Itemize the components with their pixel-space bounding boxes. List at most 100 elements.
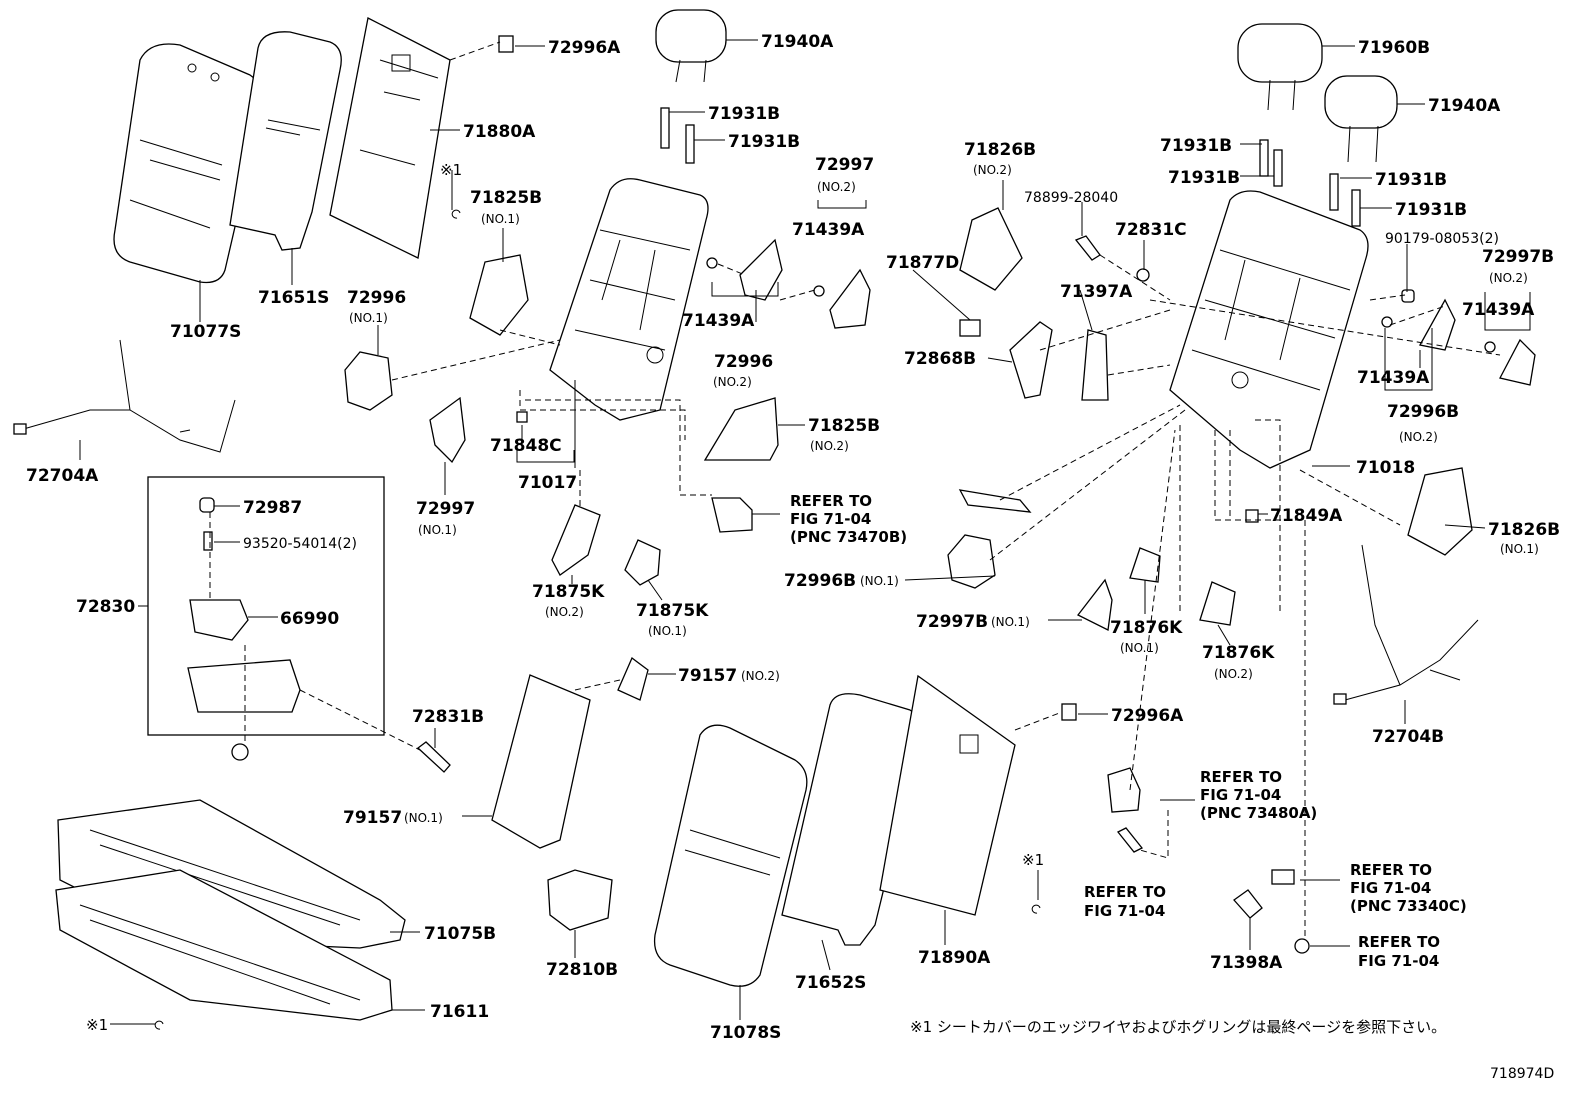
label-71439A-1: 71439A — [792, 220, 865, 240]
label-79157-no1-sub: (NO.1) — [404, 811, 443, 825]
part-71397A-shape — [1081, 329, 1109, 401]
armrest-parts-shape — [187, 497, 301, 761]
label-72830: 72830 — [76, 597, 135, 617]
label-71826B-no1: 71826B — [1488, 520, 1560, 540]
bracket-72996B-no2-shape — [1418, 298, 1456, 351]
label-72996B-right: 72996B — [1387, 402, 1459, 422]
cover-71876K-no1-shape — [1129, 547, 1161, 583]
bracket-bar-shape — [958, 489, 1032, 513]
label-71931B-2: 71931B — [728, 132, 800, 152]
label-71875K-no2-sub: (NO.2) — [545, 605, 584, 619]
label-71931B-4: 71931B — [1168, 168, 1240, 188]
nut-71439A-shape — [813, 285, 825, 297]
label-71078S: 71078S — [710, 1023, 781, 1043]
seatback-cover-right-shape — [653, 724, 808, 987]
label-72997-top: 72997 — [815, 155, 874, 175]
seat-frame-left-shape — [549, 178, 709, 421]
seatback-board-left-shape — [329, 17, 451, 259]
label-72987: 72987 — [243, 498, 302, 518]
part-73340C-shape — [1271, 869, 1295, 885]
label-71876K-no2-sub: (NO.2) — [1214, 667, 1253, 681]
label-ring-mark-3: ※1 — [86, 1016, 108, 1034]
cover-72810B-shape — [547, 869, 613, 931]
label-71849A: 71849A — [1270, 506, 1343, 526]
seatback-pad-left-shape — [229, 31, 342, 251]
label-79157-no2-sub: (NO.2) — [741, 669, 780, 683]
label-72997B-right: 72997B — [1482, 247, 1554, 267]
bracket-72868B-shape — [1009, 321, 1053, 399]
ref-plain-1-line-2: FIG 71-04 — [1084, 902, 1165, 920]
label-71876K-no1: 71876K — [1110, 618, 1183, 638]
ref-73480A-line-3: (PNC 73480A) — [1200, 804, 1317, 822]
nut-71439A-r2-shape — [1381, 316, 1393, 328]
cover-79157-no2-shape — [617, 656, 649, 701]
hog-ring-symbol-3 — [154, 1020, 164, 1030]
label-72996B-no1: 72996B — [784, 571, 856, 591]
label-71875K-no2: 71875K — [532, 582, 605, 602]
cushion-pad-71611-shape — [55, 869, 393, 1021]
cover-79157-no1-shape — [491, 674, 591, 849]
recliner-72996-no1-shape — [344, 351, 393, 411]
label-71931B-6: 71931B — [1395, 200, 1467, 220]
ref-73470B-line-2: FIG 71-04 — [790, 510, 871, 528]
cover-71825B-no2-shape — [703, 397, 779, 461]
headrest-71960B-shape — [1237, 23, 1323, 111]
figure-code: 718974D — [1490, 1066, 1554, 1082]
label-71825B-no1: 71825B — [470, 188, 542, 208]
label-79157-no2: 79157 — [678, 666, 737, 686]
label-71931B-3: 71931B — [1160, 136, 1232, 156]
bracket-72997B-no2-shape — [1499, 338, 1536, 386]
label-71826B-top-sub: (NO.2) — [973, 163, 1012, 177]
label-71876K-no2: 71876K — [1202, 643, 1275, 663]
label-71439A-2: 71439A — [682, 311, 755, 331]
label-71848C: 71848C — [490, 436, 562, 456]
label-71397A: 71397A — [1060, 282, 1133, 302]
label-ring-mark-1: ※1 — [440, 161, 462, 179]
bracket-72997B-no1-shape — [1077, 578, 1113, 631]
label-72997-no1: 72997 — [416, 499, 475, 519]
label-ring-mark-2: ※1 — [1022, 851, 1044, 869]
cover-71875K-no2-shape — [551, 504, 601, 576]
label-72997-no1-sub: (NO.1) — [418, 523, 457, 537]
label-72996A-mid: 72996A — [1111, 706, 1184, 726]
label-71611: 71611 — [430, 1002, 489, 1022]
label-71825B-no2-sub: (NO.2) — [810, 439, 849, 453]
cover-71875K-no1-shape — [624, 539, 661, 586]
label-71077S: 71077S — [170, 322, 241, 342]
label-72868B: 72868B — [904, 349, 976, 369]
refer-to-plain-1: REFER TO FIG 71-04 — [1084, 883, 1166, 920]
label-72997-top-sub: (NO.2) — [817, 180, 856, 194]
recliner-72996B-no1-shape — [947, 534, 996, 589]
label-71825B-no1-sub: (NO.1) — [481, 212, 520, 226]
ref-73340C-line-3: (PNC 73340C) — [1350, 897, 1467, 915]
wire-harness-72704B-shape — [1344, 544, 1479, 701]
refer-to-73480A: REFER TO FIG 71-04 (PNC 73480A) — [1200, 768, 1317, 822]
ref-73470B-line-1: REFER TO — [790, 492, 872, 510]
label-71825B-no2: 71825B — [808, 416, 880, 436]
seat-frame-right-shape — [1169, 190, 1369, 469]
nut-71439A-b-shape — [706, 257, 718, 269]
label-71017: 71017 — [518, 473, 577, 493]
refer-to-73470B: REFER TO FIG 71-04 (PNC 73470B) — [790, 492, 907, 546]
label-72996-no2-sub: (NO.2) — [713, 375, 752, 389]
clip-72996A-mid-shape — [1061, 703, 1077, 721]
bracket-72997-no1-shape — [429, 396, 466, 464]
label-71826B-top: 71826B — [964, 140, 1036, 160]
cover-71876K-no2-shape — [1199, 581, 1236, 626]
label-78899-28040: 78899-28040 — [1024, 190, 1118, 206]
cover-71825B-no1-shape — [469, 254, 529, 336]
label-71960B: 71960B — [1358, 38, 1430, 58]
bolt-72831B-shape — [416, 741, 451, 773]
label-71890A: 71890A — [918, 948, 991, 968]
headrest-left-shape — [655, 9, 727, 83]
connector-72704A-shape — [13, 423, 27, 435]
refer-to-plain-2: REFER TO FIG 71-04 — [1358, 933, 1440, 970]
ref-plain-2-line-2: FIG 71-04 — [1358, 952, 1439, 970]
label-71439A-3: 71439A — [1357, 368, 1430, 388]
buckle-73480A-shape — [1107, 767, 1141, 813]
label-79157-no1: 79157 — [343, 808, 402, 828]
hog-ring-symbol-2 — [1031, 904, 1041, 914]
label-72704B: 72704B — [1372, 727, 1444, 747]
headrest-guides-left-shape — [660, 107, 695, 164]
